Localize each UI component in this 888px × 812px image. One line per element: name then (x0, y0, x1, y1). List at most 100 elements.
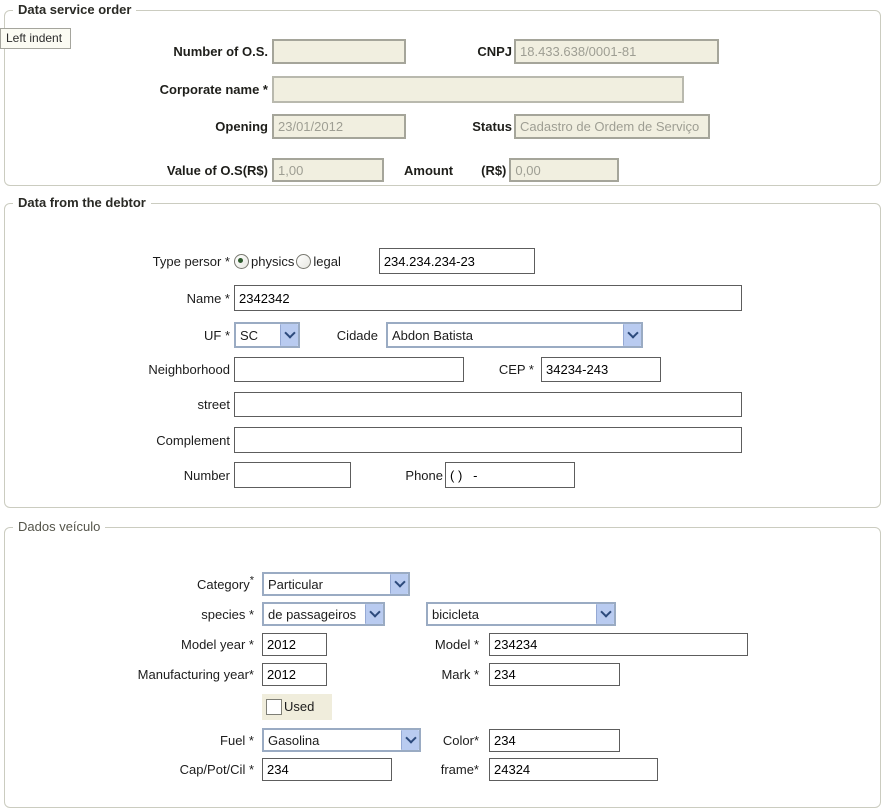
cap-pot-cil-label: Cap/Pot/Cil * (179, 762, 254, 777)
manufacturing-year-input[interactable] (262, 663, 327, 686)
neighborhood-input[interactable] (234, 357, 464, 382)
model-year-row: Model year * Model * (6, 633, 879, 656)
fuel-color-row: Fuel * Gasolina Color* (6, 728, 879, 752)
type-person-label: Type persor * (152, 253, 230, 269)
model-label: Model * (434, 637, 479, 652)
fuel-select-button[interactable] (401, 730, 419, 750)
opening-row: Opening Status (6, 114, 879, 139)
street-row: street (6, 392, 879, 417)
used-patch: Used (262, 693, 333, 720)
type-person-row: Type persor * physics legal (6, 248, 879, 274)
opening-label: Opening (215, 119, 268, 134)
frame-input[interactable] (489, 758, 658, 781)
cep-input[interactable] (541, 357, 661, 382)
status-input[interactable] (514, 114, 710, 139)
street-input[interactable] (234, 392, 742, 417)
category-select-value: Particular (268, 576, 323, 592)
uf-city-row: UF * SC Cidade Abdon Batista (6, 322, 879, 348)
physics-radio[interactable] (234, 253, 249, 269)
debtor-legend: Data from the debtor (13, 195, 151, 210)
species-select-button[interactable] (365, 604, 383, 624)
chevron-down-icon (368, 606, 381, 618)
chevron-down-icon (599, 606, 612, 618)
phone-input[interactable] (445, 462, 575, 488)
model-input[interactable] (489, 633, 748, 656)
name-input[interactable] (234, 285, 742, 311)
legal-radio[interactable] (296, 253, 312, 269)
name-row: Name * (6, 285, 879, 311)
model-year-label: Model year * (181, 637, 254, 652)
document-input[interactable] (378, 248, 535, 274)
value-os-input[interactable] (272, 158, 384, 182)
used-checkbox-label[interactable]: Used (284, 699, 315, 714)
value-os-label: Value of O.S(R$) (166, 162, 268, 178)
city-select-button[interactable] (623, 324, 641, 346)
category-select-button[interactable] (390, 574, 408, 594)
manufacturing-year-row: Manufacturing year* Mark * (6, 663, 879, 686)
complement-label: Complement (156, 432, 230, 448)
left-indent-tooltip: Left indent (0, 28, 72, 49)
fuel-label: Fuel * (220, 732, 254, 748)
color-label: Color* (442, 732, 479, 748)
city-label: Cidade (336, 327, 378, 343)
cep-label: CEP * (498, 362, 534, 377)
model-year-input[interactable] (262, 633, 327, 656)
category-select[interactable]: Particular (262, 572, 410, 596)
fuel-select-value: Gasolina (268, 732, 320, 748)
mark-input[interactable] (489, 663, 620, 686)
chevron-down-icon (393, 576, 406, 588)
chevron-down-icon (626, 327, 639, 339)
opening-input[interactable] (272, 114, 406, 139)
uf-select-value: SC (240, 327, 259, 343)
used-checkbox[interactable] (266, 698, 282, 715)
chevron-down-icon (404, 732, 417, 744)
species-type-select-value: bicicleta (432, 606, 479, 622)
cap-pot-cil-input[interactable] (262, 758, 392, 781)
cnpj-label: CNPJ (477, 44, 512, 59)
service-order-legend: Data service order (13, 2, 137, 17)
used-row: Used (6, 693, 879, 720)
street-label: street (197, 397, 230, 412)
uf-select-button[interactable] (280, 324, 298, 346)
chevron-down-icon (283, 327, 296, 339)
category-row: Category* Particular (6, 572, 879, 596)
cnpj-input[interactable] (514, 39, 719, 64)
amount-input[interactable] (509, 158, 620, 182)
species-row: species * de passageiros bicicleta (6, 602, 879, 626)
uf-select[interactable]: SC (234, 322, 300, 348)
vehicle-legend: Dados veículo (13, 519, 106, 534)
species-type-select-button[interactable] (596, 604, 614, 624)
city-select[interactable]: Abdon Batista (386, 322, 643, 348)
value-os-row: Value of O.S(R$) Amount (R$) (6, 158, 879, 182)
complement-input[interactable] (234, 427, 742, 453)
number-os-row: Number of O.S. CNPJ (6, 39, 879, 64)
uf-label: UF * (204, 327, 230, 343)
corporate-name-input[interactable] (272, 76, 684, 103)
city-select-value: Abdon Batista (392, 327, 473, 343)
species-select[interactable]: de passageiros (262, 602, 385, 626)
color-input[interactable] (489, 728, 620, 752)
category-label-text: Category (196, 576, 250, 592)
number-input[interactable] (234, 462, 351, 488)
corporate-name-label: Corporate name * (159, 82, 268, 97)
debtor-fieldset: Data from the debtor Type persor * physi… (4, 195, 881, 508)
complement-row: Complement (6, 427, 879, 453)
mark-label: Mark * (441, 667, 479, 682)
corporate-name-row: Corporate name * (6, 76, 879, 103)
fuel-select[interactable]: Gasolina (262, 728, 421, 752)
amount-currency-label: (R$) (481, 162, 507, 178)
cap-frame-row: Cap/Pot/Cil * frame* (6, 758, 879, 781)
species-label: species * (201, 606, 254, 622)
legal-radio-label[interactable]: legal (313, 253, 341, 269)
category-label: Category* (6, 574, 258, 592)
name-label: Name * (186, 290, 230, 306)
physics-radio-label[interactable]: physics (251, 253, 295, 269)
number-os-input[interactable] (272, 39, 406, 64)
vehicle-fieldset: Dados veículo Category* Particular speci… (4, 519, 881, 808)
number-phone-row: Number Phone (6, 462, 879, 488)
number-label: Number (183, 467, 230, 483)
species-type-select[interactable]: bicicleta (426, 602, 616, 626)
phone-label: Phone (405, 467, 443, 483)
category-required-asterisk: * (249, 574, 254, 587)
status-label: Status (472, 119, 512, 134)
